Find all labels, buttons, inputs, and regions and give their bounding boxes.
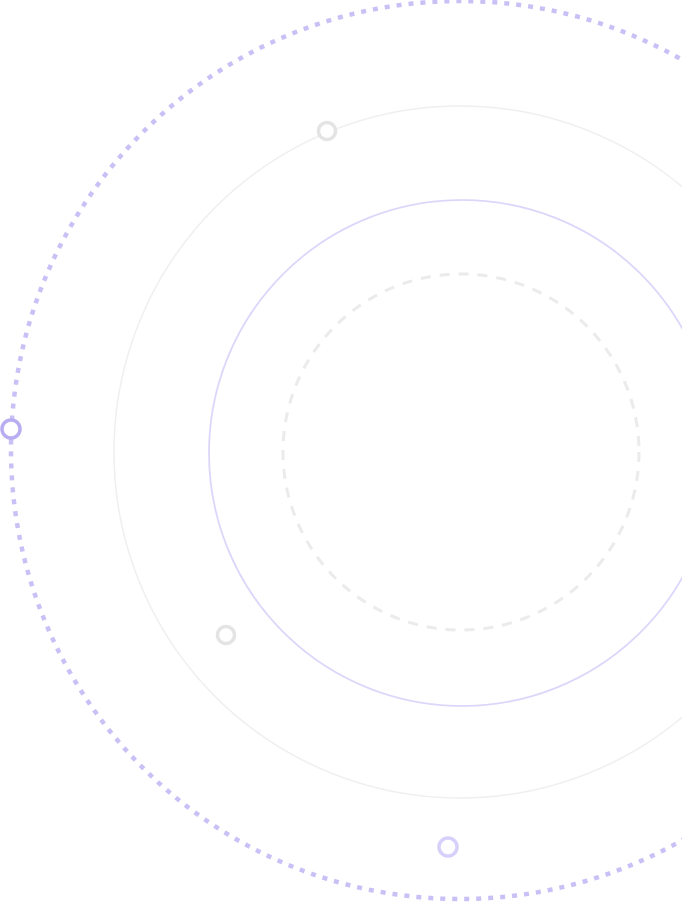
node-bottom-lavender (437, 836, 459, 858)
node-lower-left-gray (215, 624, 237, 646)
large-gray-ring (113, 105, 682, 799)
node-left-purple (0, 418, 22, 440)
lavender-ring (208, 199, 682, 707)
inner-dashed-ring (281, 272, 641, 632)
outer-dashed-ring (8, 0, 682, 902)
node-top-gray (316, 120, 338, 142)
